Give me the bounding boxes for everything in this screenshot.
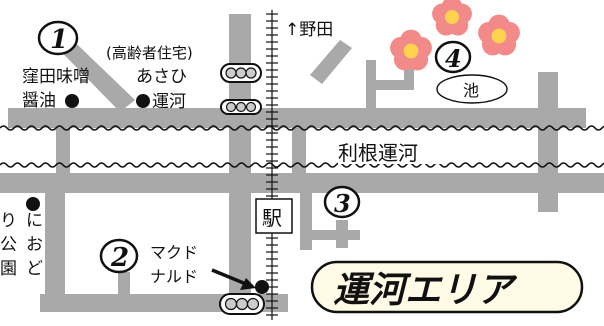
railway-track-icon <box>266 10 278 320</box>
place-park-col1-3: 園 <box>0 259 17 279</box>
road-south-horizontal <box>0 173 604 193</box>
road-right-vertical <box>538 72 558 212</box>
arrow-icon <box>211 268 256 290</box>
place-kubota-line1: 窪田味噌 <box>22 67 90 87</box>
marker-1[interactable]: 1 <box>37 20 79 56</box>
pond-label: 池 <box>463 81 479 100</box>
place-mcd-line1: マクド <box>150 243 198 262</box>
marker-4-number: 4 <box>445 44 462 73</box>
road-mid-vertical <box>56 120 70 180</box>
traffic-light-icon <box>220 99 262 115</box>
place-park-col1-2: 公 <box>0 235 17 255</box>
place-park-col2-2: お <box>26 235 43 255</box>
place-asahi-note: (高齢者住宅) <box>106 44 193 62</box>
road-area3-c <box>336 220 348 248</box>
pond[interactable] <box>436 74 508 104</box>
road-main-horizontal <box>8 108 586 128</box>
place-mcd-dot[interactable] <box>255 280 269 294</box>
road-area3-a <box>300 190 312 250</box>
canal <box>0 125 604 168</box>
place-park-dot[interactable] <box>26 197 40 211</box>
road-area4-c <box>404 60 414 90</box>
place-kubota-dot[interactable] <box>65 94 79 108</box>
road-diagonal-ne <box>310 40 352 84</box>
place-asahi-line2: 運河 <box>152 92 186 112</box>
place-asahi-dot[interactable] <box>136 94 150 108</box>
road-east-vertical <box>292 120 306 180</box>
traffic-light-icon <box>219 293 265 315</box>
marker-3-number: 3 <box>334 189 351 218</box>
place-park-col1-1: り <box>0 211 17 231</box>
cherry-blossom-icon <box>432 0 472 36</box>
station-box[interactable] <box>255 198 293 234</box>
marker-2-number: 2 <box>110 243 129 273</box>
road-area4-b <box>376 80 414 90</box>
place-mcd-line2: ナルド <box>150 267 198 286</box>
marker-2[interactable]: 2 <box>99 238 139 274</box>
cherry-blossoms <box>390 0 520 71</box>
north-direction-label: ↑野田 <box>285 20 333 40</box>
canal-label-bg <box>338 140 446 164</box>
traffic-light-icon <box>220 63 262 83</box>
place-asahi-line1: あさひ <box>136 67 187 87</box>
marker-1-number: 1 <box>50 25 68 55</box>
place-park-col2-3: ど <box>26 259 43 279</box>
canal-line-bottom <box>0 162 604 168</box>
canal-line-top <box>0 125 604 131</box>
road-area4-a <box>366 60 376 110</box>
marker-3[interactable]: 3 <box>323 185 361 219</box>
canal-label: 利根運河 <box>338 141 418 165</box>
road-left-vertical <box>45 190 65 312</box>
road-area3-b <box>300 230 360 240</box>
station-label: 駅 <box>262 206 282 230</box>
area-title-banner <box>310 260 584 314</box>
road-bottom-spur <box>118 272 130 298</box>
marker-4[interactable]: 4 <box>434 40 472 74</box>
cherry-blossom-icon <box>390 29 432 71</box>
area-title: 運河エリア <box>333 270 518 311</box>
place-park-col2-1: に <box>26 211 43 231</box>
place-kubota-line2: 醤油 <box>22 91 56 111</box>
cherry-blossom-icon <box>478 14 520 56</box>
